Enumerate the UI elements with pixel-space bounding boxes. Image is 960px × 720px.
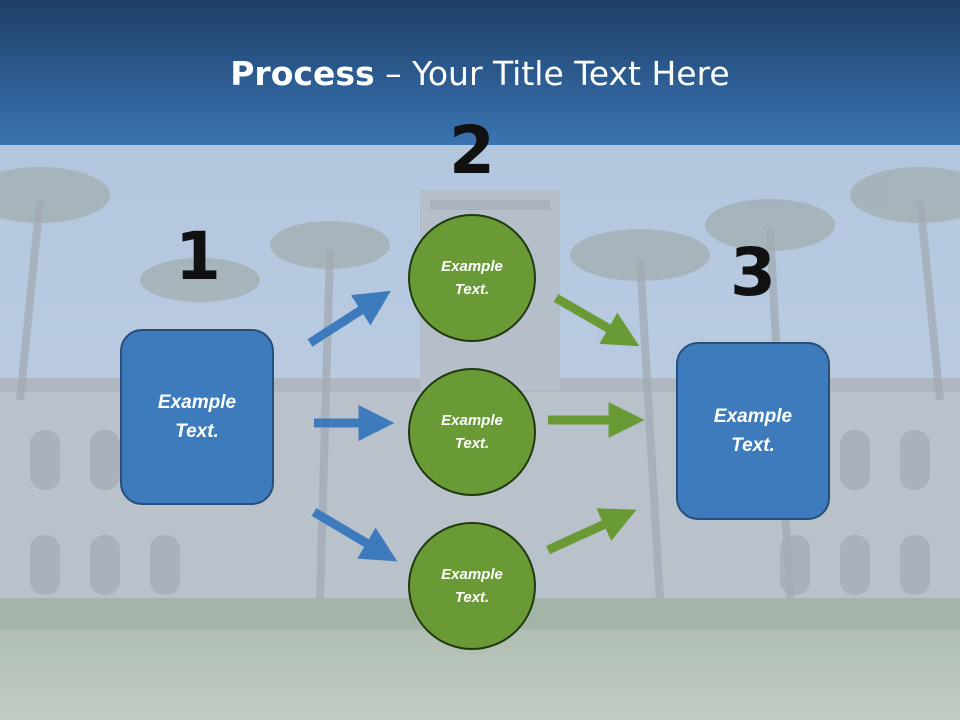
circle-middle-line2: Text.	[454, 435, 490, 452]
circle-bottom-text: Example Text.	[441, 563, 503, 609]
left-box-line1: Example	[157, 392, 237, 413]
right-box-text: Example Text.	[714, 402, 792, 460]
circle-middle-text: Example Text.	[441, 409, 503, 455]
left-box-text: Example Text.	[158, 388, 236, 446]
right-box: Example Text.	[676, 342, 830, 520]
circle-bottom-line1: Example	[441, 566, 503, 583]
header-band	[0, 0, 960, 145]
circle-top-line1: Example	[441, 258, 503, 275]
right-box-line2: Text.	[731, 435, 775, 456]
circle-middle: Example Text.	[408, 368, 536, 496]
circle-top-line2: Text.	[454, 281, 490, 298]
title-bold: Process	[230, 54, 375, 93]
right-box-line1: Example	[713, 406, 793, 427]
left-box-line2: Text.	[175, 421, 219, 442]
circle-top-text: Example Text.	[441, 255, 503, 301]
circle-middle-line1: Example	[441, 412, 503, 429]
title-rest: – Your Title Text Here	[374, 54, 730, 93]
circle-top: Example Text.	[408, 214, 536, 342]
step-number-3: 3	[730, 234, 776, 311]
slide-title: Process – Your Title Text Here	[0, 52, 960, 96]
left-box: Example Text.	[120, 329, 274, 505]
circle-bottom-line2: Text.	[454, 589, 490, 606]
circle-bottom: Example Text.	[408, 522, 536, 650]
step-number-1: 1	[175, 218, 221, 295]
step-number-2: 2	[449, 112, 495, 189]
